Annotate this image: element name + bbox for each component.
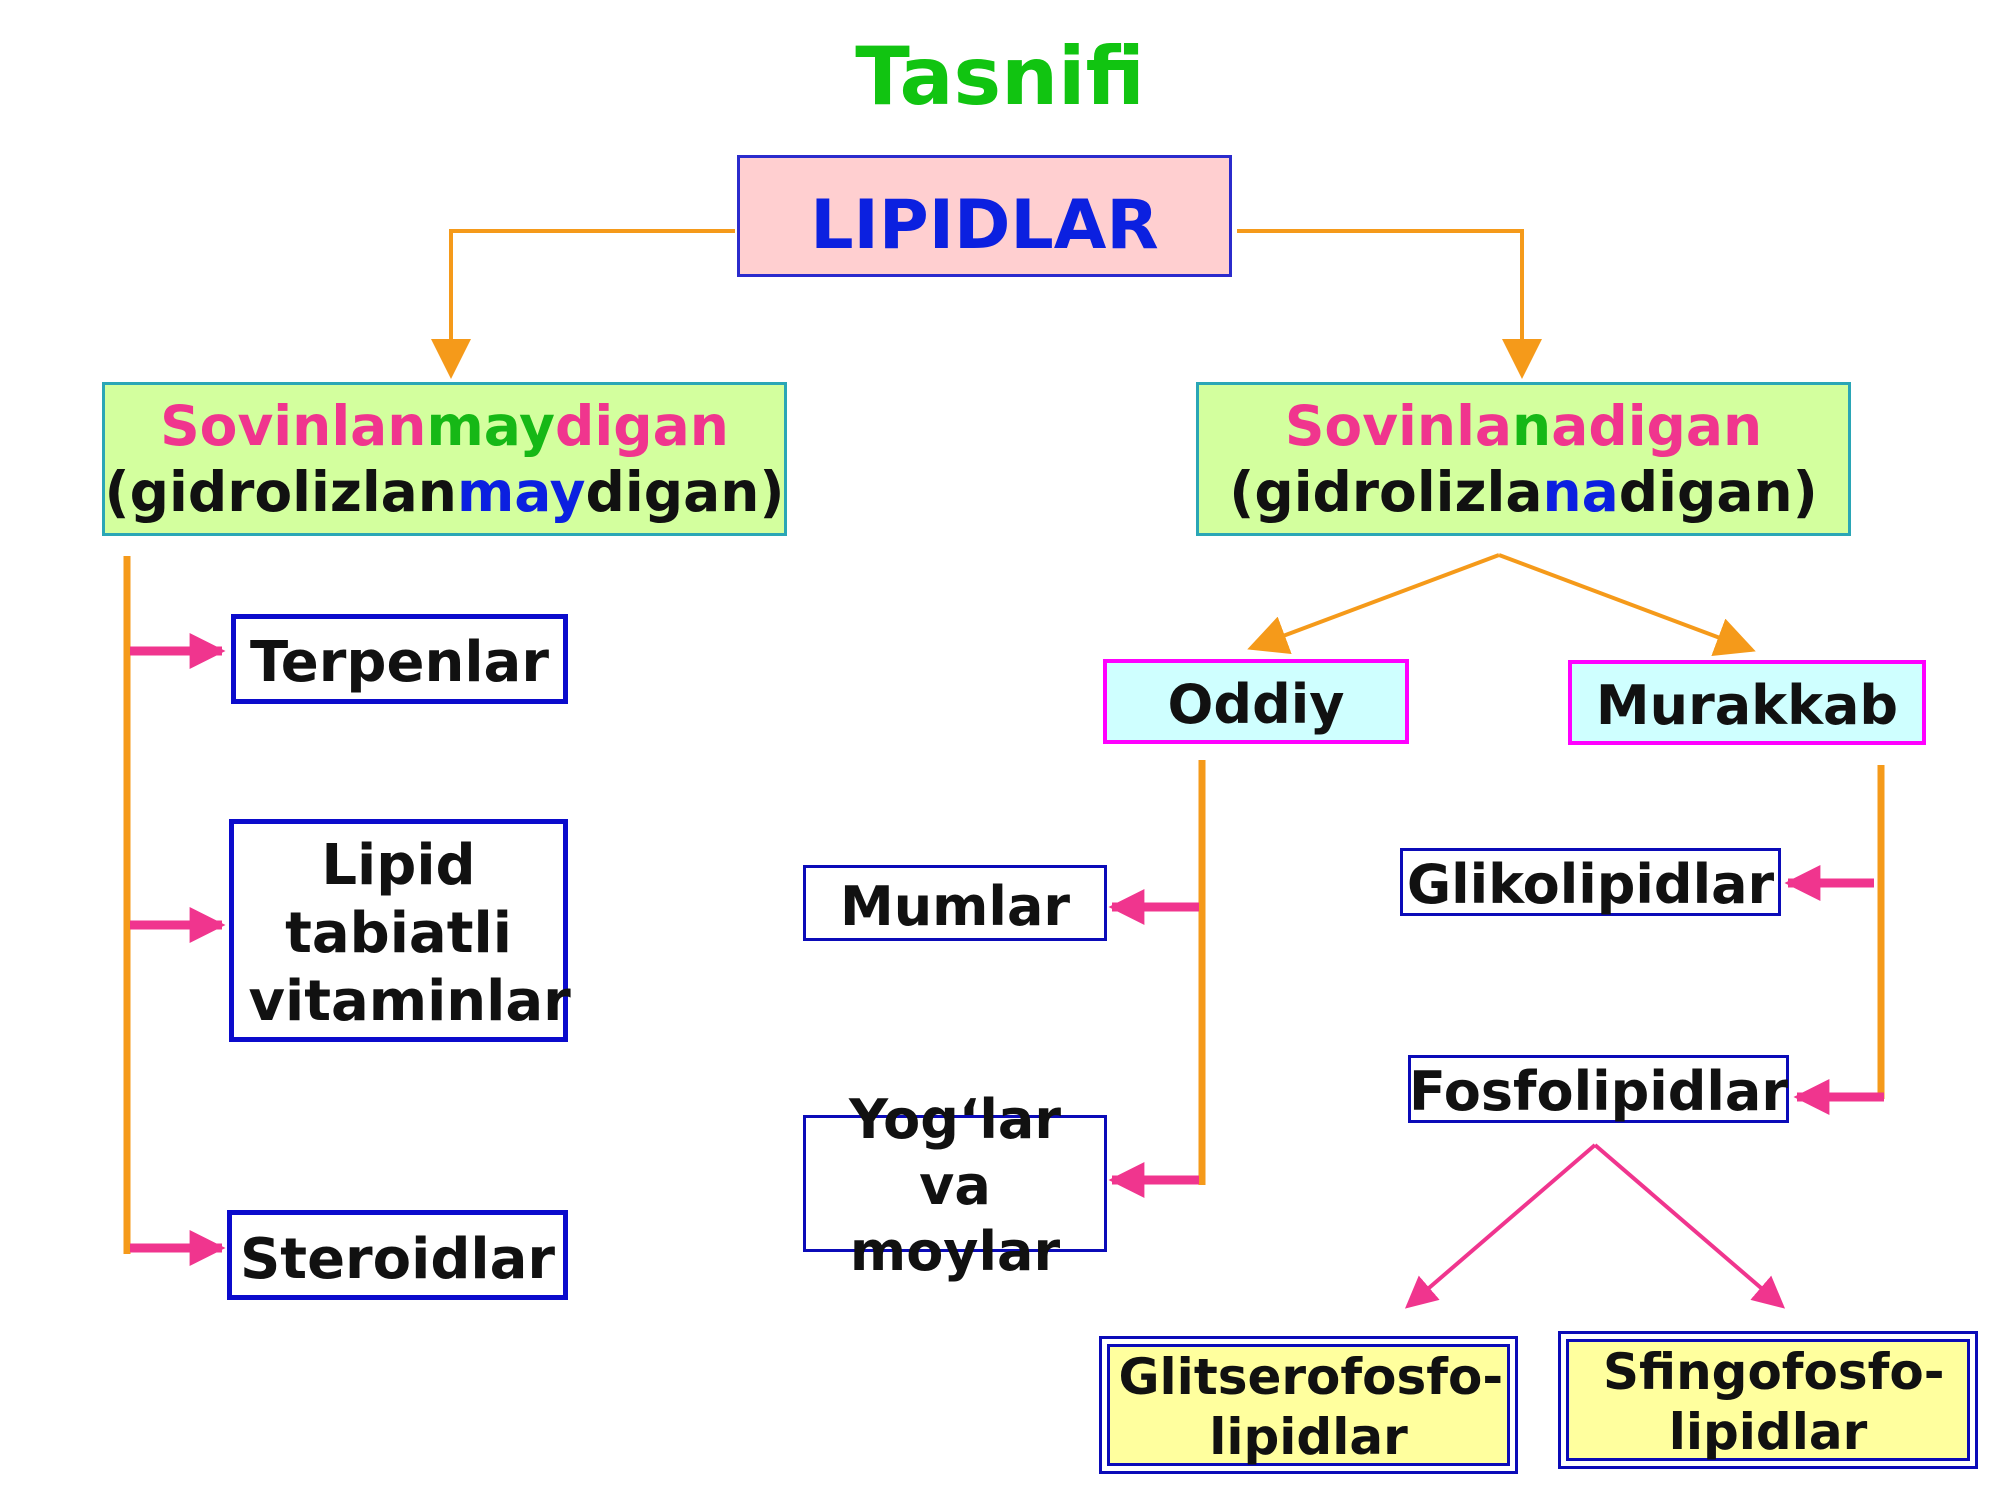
terpenlar-label: Terpenlar — [250, 629, 549, 695]
split-to-oddiy — [1247, 553, 1500, 655]
subtitle-part-2: may — [456, 460, 586, 524]
saponifiable-title: Sovinlanadigan — [1285, 393, 1762, 459]
diagram-title: Tasnifi — [855, 30, 1145, 123]
title-part-1: Sovinla — [1284, 394, 1513, 458]
split-to-murakkab — [1498, 553, 1756, 657]
fosfolipidlar-label: Fosfolipidlar — [1409, 1059, 1788, 1123]
title-part-2: may — [426, 394, 556, 458]
non-saponifiable-title: Sovinlanmaydigan — [160, 393, 729, 459]
saponifiable-box: Sovinlanadigan (gidrolizlanadigan) — [1196, 382, 1851, 536]
split-to-sfingo — [1593, 1143, 1786, 1309]
yoglar-box: Yog‘lar va moylar — [803, 1088, 1107, 1283]
vitaminlar-box: Lipid tabiatli vitaminlar — [229, 819, 571, 1042]
steroidlar-box: Steroidlar — [227, 1210, 568, 1300]
steroidlar-label: Steroidlar — [239, 1226, 556, 1292]
subtitle-part-3: digan) — [1618, 460, 1818, 524]
mumlar-box: Mumlar — [803, 865, 1107, 941]
mumlar-label: Mumlar — [839, 874, 1071, 938]
subtitle-part-3: digan) — [585, 460, 785, 524]
root-to-left-connector — [431, 229, 735, 379]
subtitle-part-1: (gidrolizlan — [104, 460, 457, 524]
sfingofosfolipidlar-label: Sfingofosfo-lipidlar — [1603, 1343, 1945, 1461]
yoglar-label: Yog‘lar va moylar — [849, 1087, 1061, 1283]
non-saponifiable-subtitle: (gidrolizlanmaydigan) — [104, 459, 784, 525]
glitserofosfolipidlar-box: Glitserofosfo-lipidlar — [1099, 1336, 1518, 1474]
glitserofosfolipidlar-label: Glitserofosfo-lipidlar — [1118, 1348, 1504, 1466]
murakkab-label: Murakkab — [1595, 674, 1899, 737]
terpenlar-box: Terpenlar — [231, 614, 568, 704]
sfingofosfolipidlar-box: Sfingofosfo-lipidlar — [1558, 1331, 1978, 1469]
fosfolipidlar-box: Fosfolipidlar — [1408, 1055, 1789, 1123]
non-saponifiable-box: Sovinlanmaydigan (gidrolizlanmaydigan) — [102, 382, 787, 536]
title-part-3: adigan — [1551, 394, 1763, 458]
vitaminlar-label: Lipid tabiatli vitaminlar — [248, 832, 571, 1034]
title-part-1: Sovinlan — [160, 394, 427, 458]
saponifiable-subtitle: (gidrolizlanadigan) — [1229, 459, 1818, 525]
subtitle-part-1: (gidrolizla — [1229, 460, 1543, 524]
split-to-glitsero — [1404, 1143, 1597, 1309]
root-to-right-connector — [1237, 229, 1542, 379]
title-part-2: n — [1512, 394, 1552, 458]
glikolipidlar-label: Glikolipidlar — [1406, 852, 1775, 916]
glikolipidlar-box: Glikolipidlar — [1400, 848, 1781, 916]
title-part-3: digan — [555, 394, 729, 458]
root-label: LIPIDLAR — [810, 185, 1159, 265]
oddiy-box: Oddiy — [1103, 659, 1409, 744]
subtitle-part-2: na — [1542, 460, 1619, 524]
murakkab-box: Murakkab — [1568, 660, 1926, 745]
oddiy-label: Oddiy — [1167, 673, 1345, 736]
root-lipidlar-box: LIPIDLAR — [737, 155, 1232, 277]
